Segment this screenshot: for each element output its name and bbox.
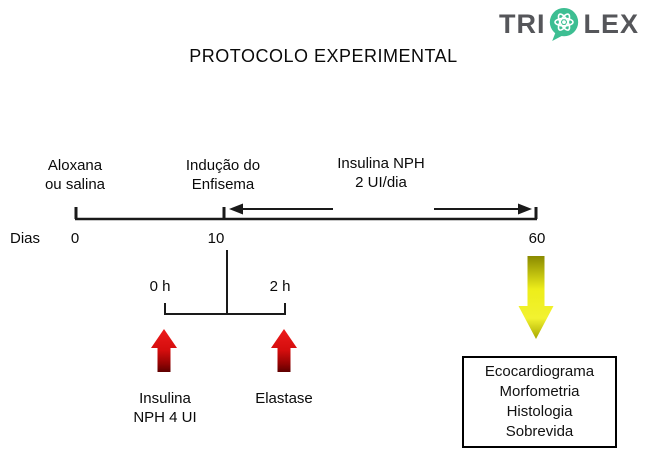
triolex-logo: TRI LEX [499,6,639,42]
insulin-up-arrow [151,329,177,372]
outcome-line-ecocardiograma: Ecocardiograma [484,363,595,380]
outcome-line-sobrevida: Sobrevida [505,423,574,440]
elastase-up-arrow [271,329,297,372]
tick-label-60: 60 [528,230,546,247]
intervention-label-insulina: Insulina NPH 4 UI [133,390,197,426]
phase-label-insulina-nph: Insulina NPH 2 UI/dia [337,155,425,191]
logo-text-prefix: TRI [498,8,546,39]
phase-label-aloxana: Aloxana ou salina [44,157,106,193]
outcome-down-arrow [518,256,554,339]
outcome-line-morfometria: Morfometria [499,383,580,400]
timeline-axis [74,207,538,221]
outcome-box: Ecocardiograma Morfometria Histologia So… [462,356,617,448]
axis-label-dias: Dias [10,230,41,247]
outcome-line-histologia: Histologia [506,403,573,420]
tick-label-10: 10 [207,230,225,247]
page-title: PROTOCOLO EXPERIMENTAL [189,46,458,66]
intervention-label-elastase: Elastase [255,390,313,407]
atom-speech-bubble-icon [550,7,579,41]
branch-label-0h: 0 h [149,278,171,295]
branch-bracket [164,250,286,315]
logo-text-suffix: LEX [583,8,639,39]
phase-label-inducao-enfisema: Indução do Enfisema [185,157,261,193]
tick-label-0: 0 [70,230,80,247]
treatment-span-arrow [229,203,532,215]
branch-label-2h: 2 h [269,278,291,295]
